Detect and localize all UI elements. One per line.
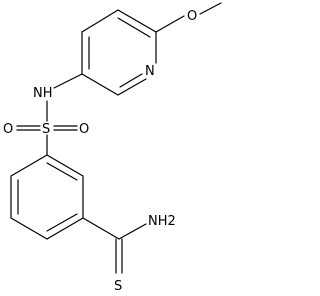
atom-label-thione-s: S <box>114 279 122 294</box>
atom-label-methoxy-o: O <box>187 9 197 24</box>
bond-bz-4-inner <box>46 213 78 232</box>
bond-bz-6 <box>46 154 84 177</box>
atom-label-sulfonyl-o-left: O <box>3 122 13 137</box>
atom-label-sulfonyl-o-right: O <box>79 122 89 137</box>
bond-bz-1 <box>10 154 48 177</box>
bond-py-1-inner <box>117 17 151 38</box>
bond-py-5 <box>117 78 147 96</box>
bond-ring-nh <box>53 73 83 89</box>
bond-py-1 <box>117 9 157 33</box>
bond-py-4 <box>81 73 119 96</box>
molecule-diagram: O N NH S O O NH2 S <box>3 2 222 294</box>
atom-label-amine-nh: NH <box>33 86 53 101</box>
atom-label-amide-nh2: NH2 <box>148 214 176 229</box>
bond-py-5-inner <box>119 73 143 88</box>
bond-bz-4 <box>46 217 84 240</box>
bond-methyl-o <box>199 2 222 15</box>
bond-bz-3 <box>10 217 48 240</box>
bond-ring-c <box>82 217 120 240</box>
atom-label-pyridine-n: N <box>145 64 155 79</box>
bond-bz-6-inner <box>46 162 78 181</box>
atom-label-sulfur: S <box>42 122 50 137</box>
bond-o-ring <box>155 15 185 33</box>
bond-py-2 <box>81 9 119 33</box>
bond-c-nh2 <box>118 223 147 240</box>
structure-svg: O N NH S O O NH2 S <box>3 2 222 294</box>
